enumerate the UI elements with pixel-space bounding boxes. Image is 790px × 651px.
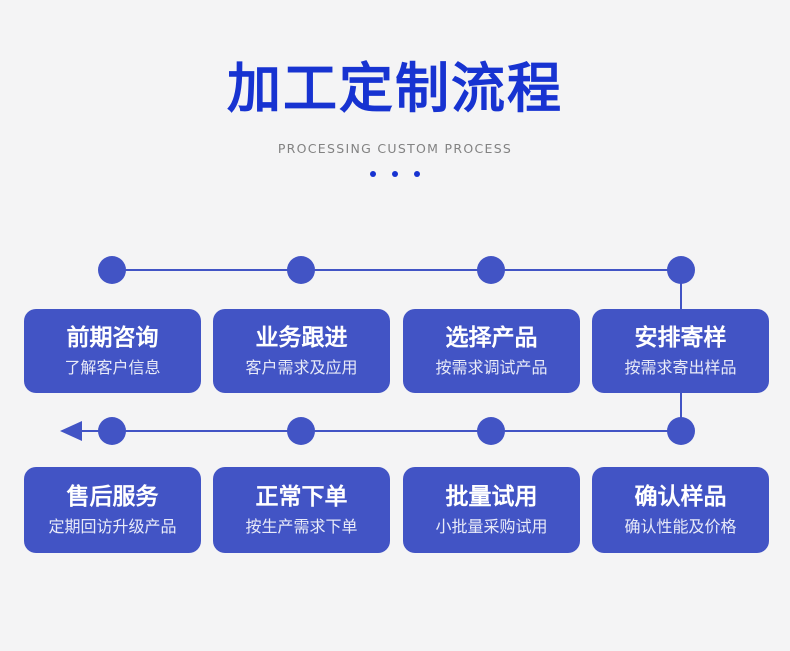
connector-dot (287, 256, 315, 284)
step-card-after-sales: 售后服务 定期回访升级产品 (24, 467, 201, 553)
connector-dot (667, 417, 695, 445)
step-card-select-product: 选择产品 按需求调试产品 (403, 309, 580, 393)
step-card-confirm-sample: 确认样品 确认性能及价格 (592, 467, 769, 553)
step-desc: 客户需求及应用 (245, 357, 358, 377)
step-desc: 按生产需求下单 (245, 516, 358, 536)
step-title: 售后服务 (66, 484, 159, 511)
arrow-left-icon (60, 421, 82, 441)
step-title: 确认样品 (634, 484, 727, 511)
step-title: 前期咨询 (66, 325, 159, 352)
mini-dot-icon (370, 171, 376, 177)
step-desc: 确认性能及价格 (624, 516, 737, 536)
mini-dot-icon (392, 171, 398, 177)
step-title: 业务跟进 (255, 325, 348, 352)
step-card-early-consult: 前期咨询 了解客户信息 (24, 309, 201, 393)
decorative-dots (0, 171, 790, 177)
step-desc: 按需求调试产品 (435, 357, 548, 377)
step-card-send-sample: 安排寄样 按需求寄出样品 (592, 309, 769, 393)
timeline-row2-line (72, 430, 682, 432)
connector-dot (667, 256, 695, 284)
connector-dot (287, 417, 315, 445)
connector-dot (477, 256, 505, 284)
connector-dot (98, 417, 126, 445)
page-subtitle: PROCESSING CUSTOM PROCESS (277, 141, 513, 156)
step-card-normal-order: 正常下单 按生产需求下单 (213, 467, 390, 553)
step-title: 选择产品 (445, 325, 538, 352)
connector-dot (98, 256, 126, 284)
connector-dot (477, 417, 505, 445)
step-title: 批量试用 (445, 484, 538, 511)
step-desc: 定期回访升级产品 (48, 516, 177, 536)
step-desc: 小批量采购试用 (435, 516, 548, 536)
step-title: 安排寄样 (634, 325, 727, 352)
step-desc: 了解客户信息 (64, 357, 161, 377)
mini-dot-icon (414, 171, 420, 177)
timeline-row1-line (112, 269, 682, 271)
step-card-business-followup: 业务跟进 客户需求及应用 (213, 309, 390, 393)
step-card-batch-trial: 批量试用 小批量采购试用 (403, 467, 580, 553)
page-title: 加工定制流程 (227, 57, 563, 120)
step-title: 正常下单 (255, 484, 348, 511)
step-desc: 按需求寄出样品 (624, 357, 737, 377)
